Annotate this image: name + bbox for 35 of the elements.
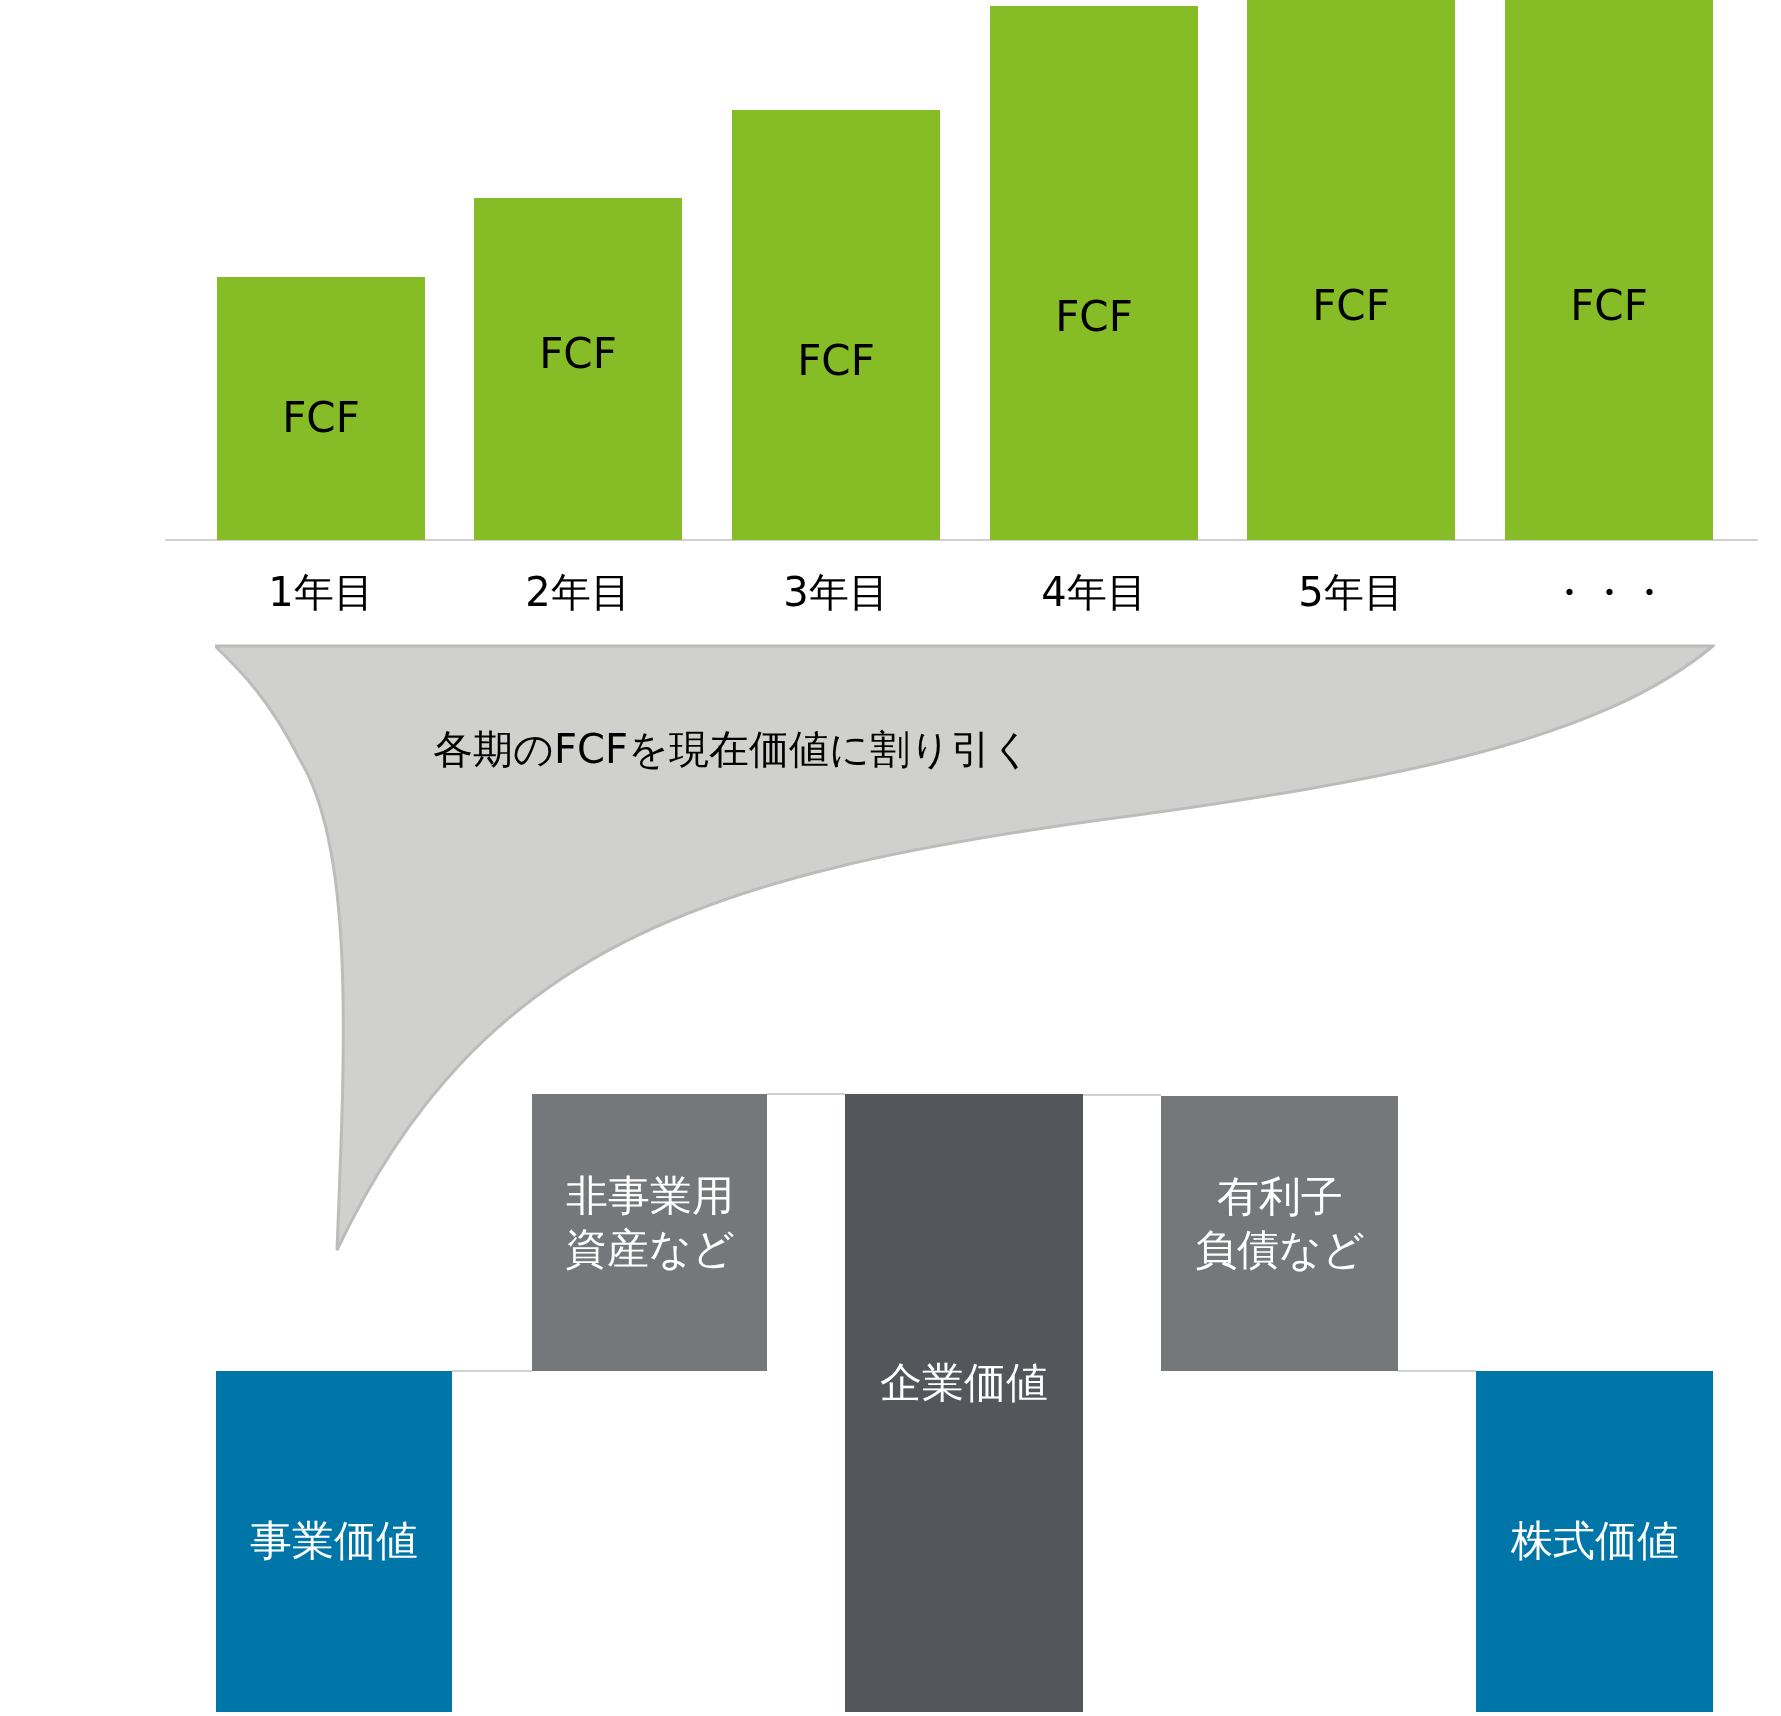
value-block xyxy=(845,1094,1083,1712)
year-label: ・・・ xyxy=(1548,572,1670,612)
fcf-bar xyxy=(1505,0,1713,540)
value-block xyxy=(1476,1371,1713,1712)
connector-line xyxy=(451,1370,533,1372)
bar-label: FCF xyxy=(538,328,618,380)
value-block xyxy=(532,1094,767,1371)
fcf-bar xyxy=(732,110,940,540)
fcf-bar xyxy=(217,277,425,540)
block-label: 有利子 xyxy=(1215,1171,1344,1223)
year-label: 2年目 xyxy=(524,572,632,612)
year-label: 1年目 xyxy=(267,572,375,612)
connector-line xyxy=(1397,1370,1477,1372)
fcf-bar xyxy=(474,198,682,540)
bar-label: FCF xyxy=(1569,280,1649,332)
connector-line xyxy=(766,1093,846,1095)
bar-label: FCF xyxy=(281,392,361,444)
year-label: 4年目 xyxy=(1040,572,1148,612)
block-label: 事業価値 xyxy=(249,1515,419,1568)
year-label: 3年目 xyxy=(782,572,890,612)
block-label: 株式価値 xyxy=(1509,1515,1680,1568)
value-block xyxy=(1161,1096,1398,1371)
year-label: 5年目 xyxy=(1297,572,1405,612)
bar-label: FCF xyxy=(796,335,876,387)
bar-label: FCF xyxy=(1054,291,1134,343)
fcf-bar xyxy=(990,6,1198,540)
value-block xyxy=(216,1371,452,1712)
block-label: 非事業用 xyxy=(564,1170,735,1222)
block-label: 企業価値 xyxy=(879,1356,1049,1409)
funnel-text: 各期のFCFを現在価値に割り引く xyxy=(433,729,1032,769)
block-label: 負債など xyxy=(1193,1223,1366,1276)
bar-label: FCF xyxy=(1311,280,1391,332)
block-label: 資産など xyxy=(563,1222,736,1275)
connector-line xyxy=(1082,1094,1162,1096)
fcf-bar xyxy=(1247,0,1455,540)
